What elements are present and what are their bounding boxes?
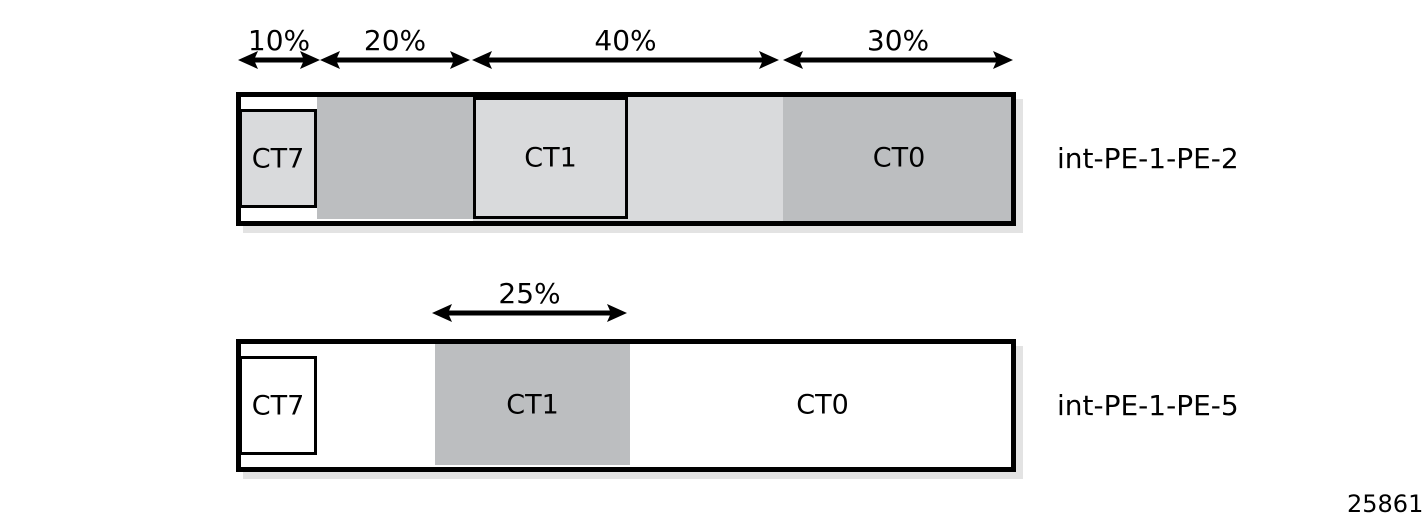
dimension-40-percent: 40%	[472, 27, 779, 72]
bar-int-PE-1-PE-5: CT7 CT1 CT0	[236, 339, 1016, 472]
bar-2-side-label: int-PE-1-PE-5	[1057, 389, 1239, 422]
dimension-25-percent-label: 25%	[498, 277, 561, 310]
dimension-30-percent-label: 30%	[866, 24, 930, 57]
dimension-10-percent-label: 10%	[247, 24, 311, 57]
dimension-40-percent-label: 40%	[594, 24, 657, 57]
block-ct0-bar-2-label: CT0	[796, 389, 849, 420]
block-ct7-bar-1-label: CT7	[251, 143, 305, 174]
block-ct1-bar-2-label: CT1	[506, 389, 559, 420]
dimension-20-percent: 20%	[320, 27, 470, 72]
block-ct0-bar-1: CT0	[783, 97, 1011, 219]
block-ct7-bar-2: CT7	[241, 356, 317, 455]
block-ct1-bar-1-label: CT1	[524, 142, 577, 174]
block-ct0-bar-2: CT0	[630, 344, 1011, 465]
block-ct7-bar-2-label: CT7	[251, 390, 305, 421]
figure-id-label: 25861	[1347, 490, 1424, 518]
block-ct1-bar-2: CT1	[435, 344, 630, 465]
block-ct1-bar-1: CT1	[473, 97, 628, 219]
bar-1-side-label: int-PE-1-PE-2	[1057, 142, 1239, 175]
block-ct0-bar-1-label: CT0	[872, 142, 926, 174]
dimension-10-percent: 10%	[238, 27, 320, 72]
bar-int-PE-1-PE-2: CT7 CT1 CT0	[236, 92, 1016, 226]
dimension-20-percent-label: 20%	[363, 24, 427, 57]
dimension-25-percent: 25%	[432, 280, 627, 325]
block-ct7-bar-1: CT7	[241, 109, 317, 208]
dimension-30-percent: 30%	[783, 27, 1013, 72]
block-filler-bar-1	[317, 97, 473, 219]
